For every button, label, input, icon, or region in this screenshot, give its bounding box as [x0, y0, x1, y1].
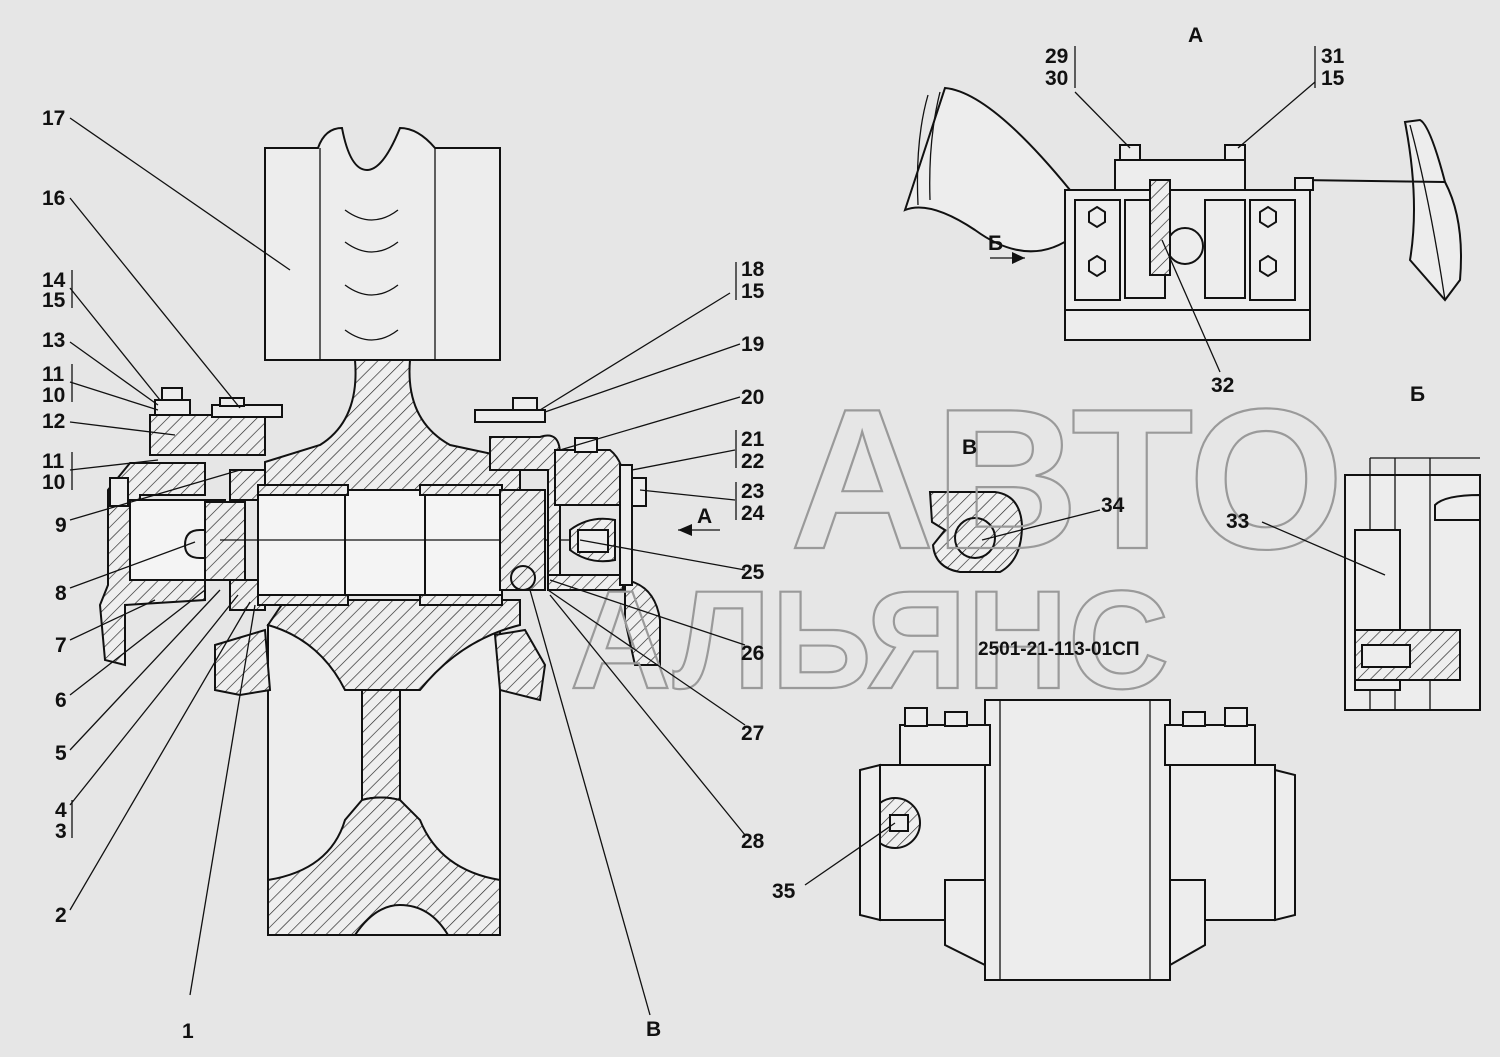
drawing-code: 2501-21-113-01СП	[978, 639, 1140, 660]
callout-2: 2	[55, 904, 67, 927]
callout-1: 1	[182, 1020, 194, 1043]
callout-13: 13	[42, 329, 65, 352]
watermark: АВТО АЛЬЯНС	[569, 367, 1345, 719]
callout-24: 24	[741, 502, 765, 525]
watermark-line1: АВТО	[790, 368, 1344, 591]
callout-4: 4	[55, 799, 67, 822]
callout-22: 22	[741, 450, 764, 473]
view-b	[1344, 457, 1481, 711]
callout-20: 20	[741, 386, 764, 409]
callout-31: 31	[1321, 45, 1345, 68]
callout-11-lower: 11	[42, 450, 65, 473]
main-section-view	[98, 126, 720, 936]
view-a	[903, 86, 1462, 341]
callout-14: 14	[42, 269, 66, 292]
callout-35: 35	[772, 880, 796, 903]
callout-18: 18	[741, 258, 765, 281]
lower-view	[859, 699, 1296, 981]
callout-26: 26	[741, 642, 764, 665]
callout-labels: 17 16 14 15 13 11 10 12 11 10 9 8 7 6 5 …	[42, 45, 1345, 1043]
view-arrow-a-label: А	[697, 505, 712, 528]
callout-25: 25	[741, 561, 765, 584]
callout-19: 19	[741, 333, 764, 356]
callout-28: 28	[741, 830, 765, 853]
callout-21: 21	[741, 428, 765, 451]
callout-23: 23	[741, 480, 764, 503]
callout-32: 32	[1211, 374, 1234, 397]
view-v	[928, 491, 1024, 573]
callout-12: 12	[42, 410, 65, 433]
callout-17: 17	[42, 107, 65, 130]
callout-10-upper: 10	[42, 384, 65, 407]
view-label-v: В	[962, 436, 977, 459]
callout-34: 34	[1101, 494, 1125, 517]
view-arrow-b-label: Б	[988, 232, 1003, 255]
callout-15-right: 15	[741, 280, 765, 303]
callout-v: В	[646, 1018, 661, 1041]
callout-33: 33	[1226, 510, 1249, 533]
callout-7: 7	[55, 634, 67, 657]
callout-16: 16	[42, 187, 65, 210]
callout-3: 3	[55, 820, 67, 843]
callout-29: 29	[1045, 45, 1068, 68]
leader-lines	[69, 46, 1386, 1016]
watermark-line2: АЛЬЯНС	[570, 561, 1169, 718]
callout-30: 30	[1045, 67, 1068, 90]
callout-11-upper: 11	[42, 363, 65, 386]
view-label-b: Б	[1410, 383, 1425, 406]
callout-8: 8	[55, 582, 67, 605]
view-labels: А Б В А Б 2501-21-113-01СП	[697, 24, 1425, 660]
callout-15-left: 15	[42, 289, 66, 312]
callout-6: 6	[55, 689, 67, 712]
callout-15-view-a: 15	[1321, 67, 1345, 90]
view-label-a: А	[1188, 24, 1203, 47]
callout-10-lower: 10	[42, 471, 65, 494]
callout-5: 5	[55, 742, 67, 765]
callout-27: 27	[741, 722, 764, 745]
callout-9: 9	[55, 514, 67, 537]
